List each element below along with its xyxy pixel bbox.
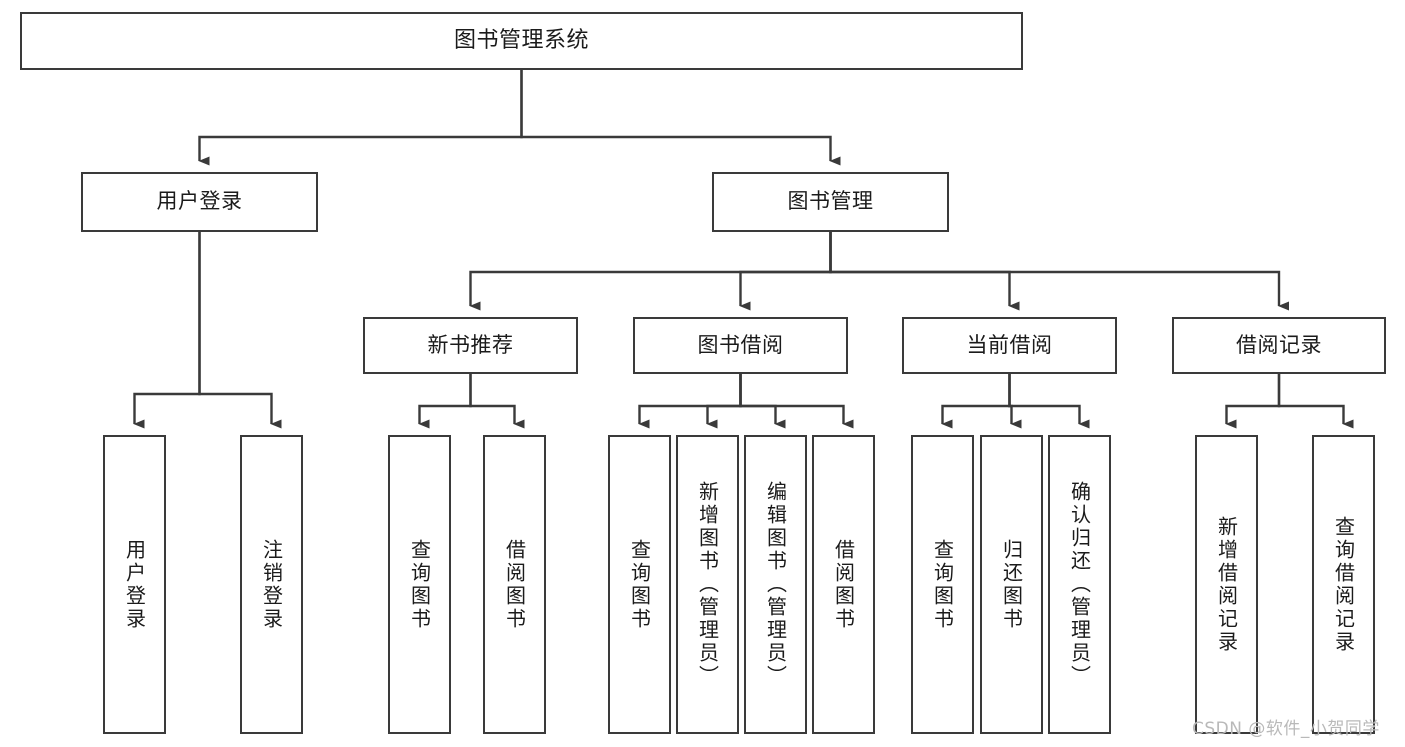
edge-bookmgmt-to-current [829,232,1020,311]
node-label: 新增图书（管理员） [695,481,720,688]
node-c-confirm[interactable]: 确认归还（管理员） [1048,435,1111,734]
node-label: 图书管理系统 [453,28,589,54]
edge-current-to-c-return [1008,374,1022,429]
edge-borrow-to-b-lend [739,374,854,429]
node-root[interactable]: 图书管理系统 [20,12,1023,70]
node-b-add[interactable]: 新增图书（管理员） [676,435,739,734]
node-label: 图书管理 [787,189,874,214]
edge-current-to-c-query [941,374,1011,429]
node-label: 查询图书 [627,538,652,631]
node-label: 图书借阅 [697,332,784,357]
node-b-edit[interactable]: 编辑图书（管理员） [744,435,807,734]
node-label: 新书推荐 [427,332,514,357]
node-borrow[interactable]: 图书借阅 [633,317,848,374]
node-label: 当前借阅 [966,332,1053,357]
edge-records-to-r-query [1277,374,1354,429]
node-n-query[interactable]: 查询图书 [388,435,451,734]
node-b-lend[interactable]: 借阅图书 [812,435,875,734]
node-l-login[interactable]: 用户登录 [103,435,166,734]
edge-newrec-to-n-borrow [469,374,525,429]
edge-login-to-l-logout [198,232,282,429]
node-label: 新增借阅记录 [1214,515,1239,654]
edge-current-to-c-confirm [1008,374,1090,429]
node-b-query[interactable]: 查询图书 [608,435,671,734]
node-label: 用户登录 [156,189,243,214]
node-l-logout[interactable]: 注销登录 [240,435,303,734]
node-records[interactable]: 借阅记录 [1172,317,1386,374]
edge-borrow-to-b-query [638,374,742,429]
node-login[interactable]: 用户登录 [81,172,318,232]
edge-login-to-l-login [133,232,201,429]
node-c-return[interactable]: 归还图书 [980,435,1043,734]
node-label: 查询图书 [930,538,955,631]
edge-records-to-r-add [1225,374,1281,429]
node-current[interactable]: 当前借阅 [902,317,1117,374]
node-n-borrow[interactable]: 借阅图书 [483,435,546,734]
node-label: 编辑图书（管理员） [763,481,788,688]
edge-bookmgmt-to-newrec [469,232,832,311]
edge-bookmgmt-to-borrow [739,232,832,311]
node-label: 借阅记录 [1236,332,1322,357]
node-label: 借阅图书 [831,538,856,631]
node-r-add[interactable]: 新增借阅记录 [1195,435,1258,734]
edge-newrec-to-n-query [418,374,472,429]
edge-bookmgmt-to-records [829,232,1289,311]
edge-borrow-to-b-edit [739,374,786,429]
node-newrec[interactable]: 新书推荐 [363,317,578,374]
node-r-query[interactable]: 查询借阅记录 [1312,435,1375,734]
node-label: 借阅图书 [502,538,527,631]
node-label: 注销登录 [259,538,284,631]
edge-borrow-to-b-add [706,374,742,429]
edge-root-to-bookmgmt [520,70,841,166]
node-label: 归还图书 [999,538,1024,631]
node-label: 用户登录 [122,538,147,631]
node-bookmgmt[interactable]: 图书管理 [712,172,949,232]
node-label: 查询借阅记录 [1331,515,1356,654]
node-label: 确认归还（管理员） [1067,481,1092,688]
edge-root-to-login [198,70,523,166]
node-c-query[interactable]: 查询图书 [911,435,974,734]
node-label: 查询图书 [407,538,432,631]
csdn-watermark: CSDN @软件_小贺同学 [1192,719,1380,739]
